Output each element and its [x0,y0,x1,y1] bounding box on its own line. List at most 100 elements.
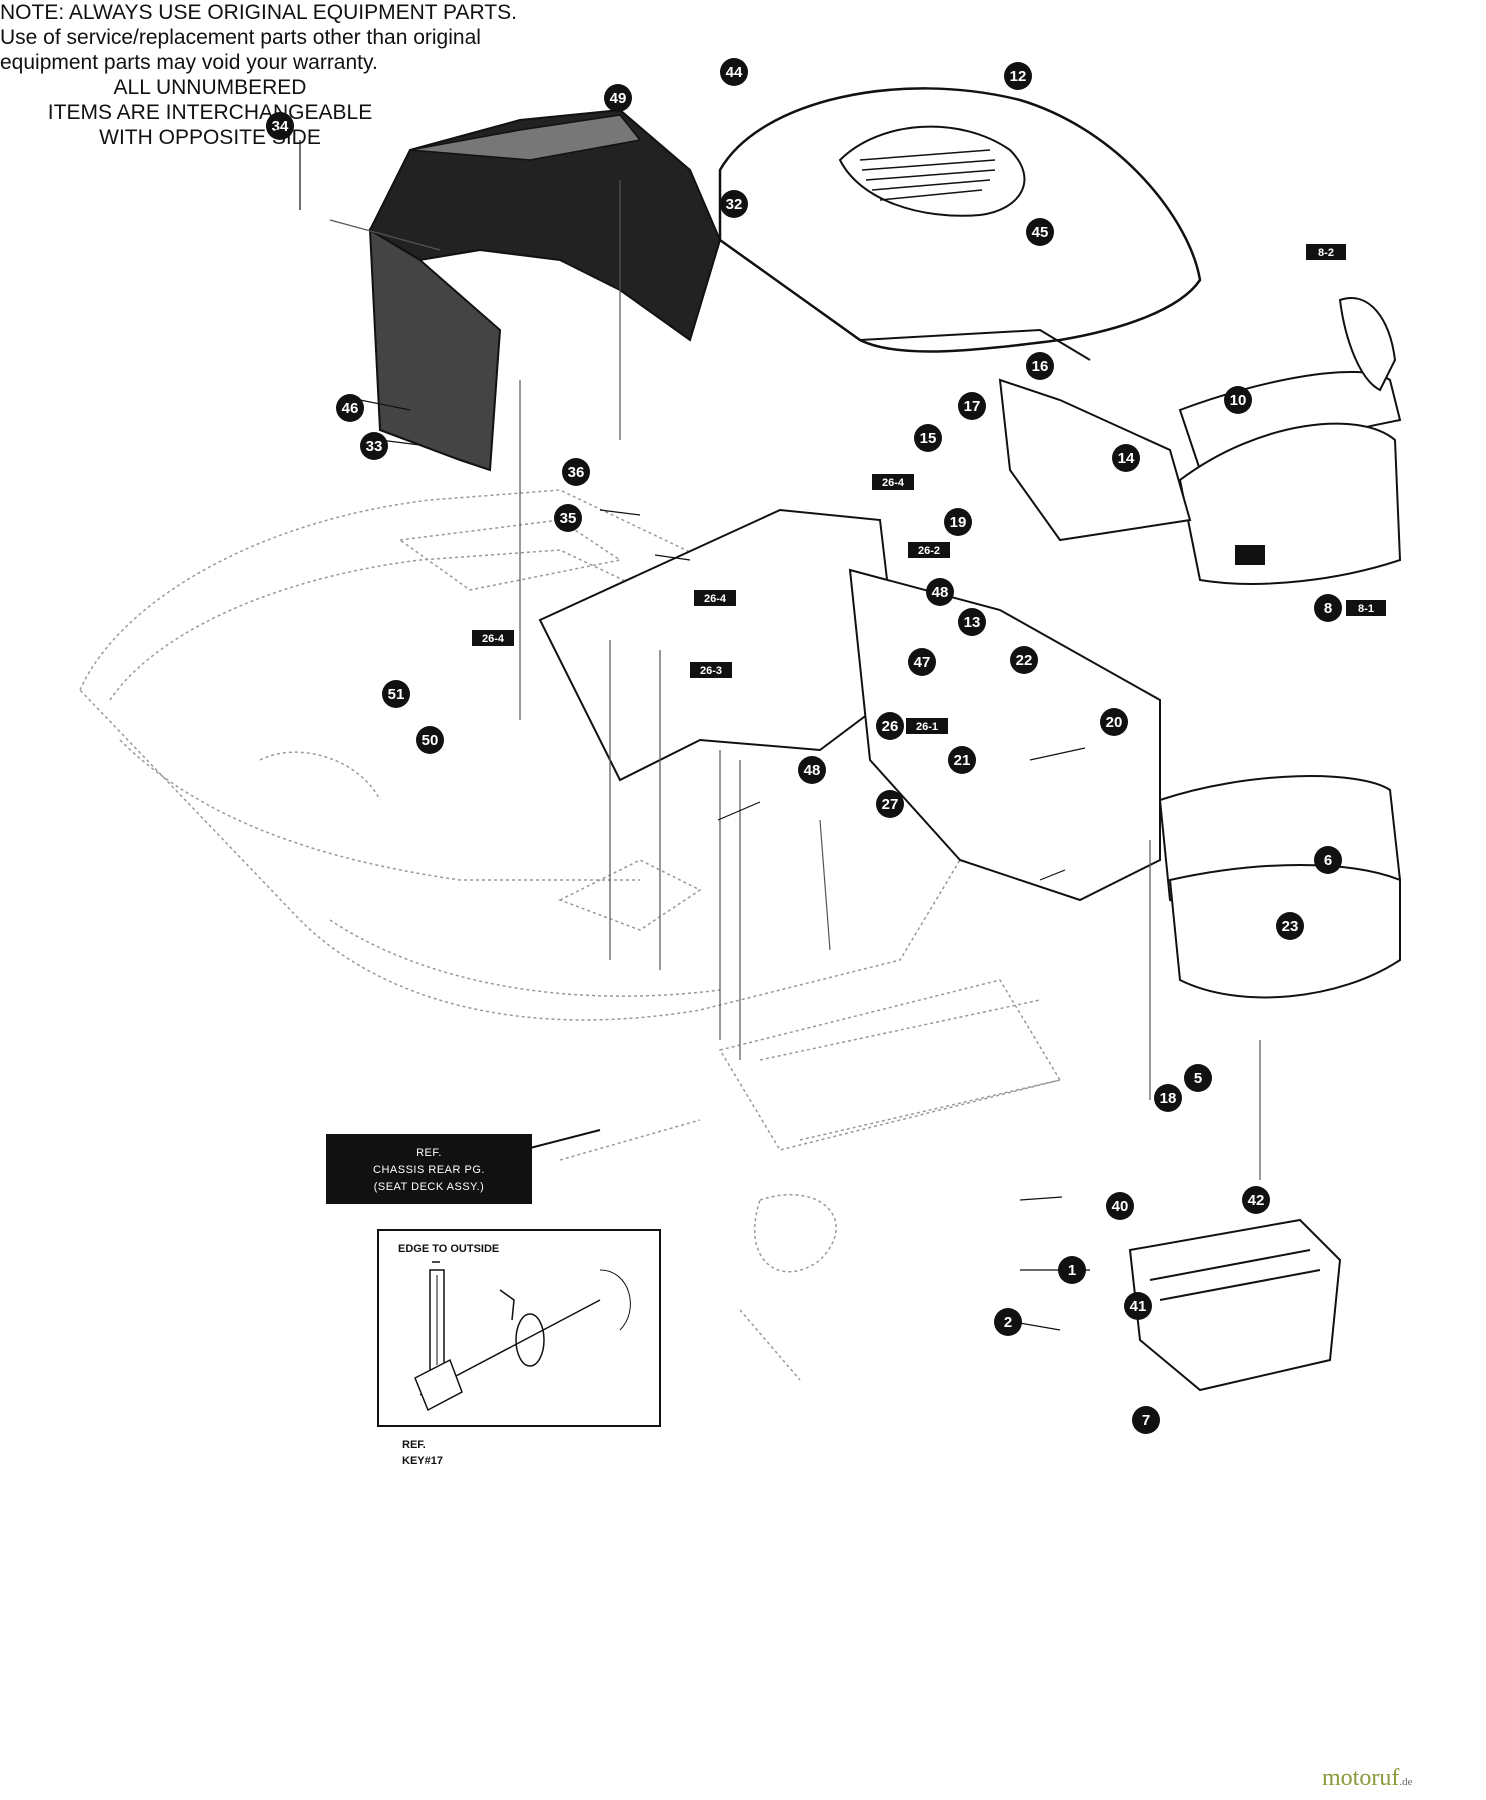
tag-26-4-c: 26-4 [472,630,514,646]
svg-text:7: 7 [1142,1412,1150,1429]
svg-text:REF.: REF. [416,1147,442,1159]
callout-44: 44 [720,58,748,86]
unnumbered-line-3: WITH OPPOSITE SIDE [99,126,321,149]
callout-23: 23 [1276,912,1304,940]
callout-19: 19 [944,508,972,536]
svg-text:48: 48 [932,584,949,601]
svg-text:1: 1 [1068,1262,1076,1279]
svg-text:13: 13 [964,614,981,631]
callout-27: 27 [876,790,904,818]
svg-text:CHASSIS REAR PG.: CHASSIS REAR PG. [373,1164,485,1176]
callout-41: 41 [1124,1292,1152,1320]
svg-text:22: 22 [1016,652,1033,669]
hood-panel [718,87,1202,361]
svg-text:EDGE TO OUTSIDE: EDGE TO OUTSIDE [398,1243,499,1255]
callout-12: 12 [1004,62,1032,90]
callout-32: 32 [720,190,748,218]
callout-48-top: 48 [926,578,954,606]
callout-45: 45 [1026,218,1054,246]
svg-text:49: 49 [610,90,627,107]
callout-47: 47 [908,648,936,676]
svg-text:35: 35 [560,510,577,527]
callout-48-bottom: 48 [798,756,826,784]
callout-16: 16 [1026,352,1054,380]
callout-35: 35 [554,504,582,532]
svg-text:19: 19 [950,514,967,531]
svg-text:42: 42 [1248,1192,1265,1209]
svg-text:21: 21 [954,752,971,769]
tag-26-2: 26-2 [908,542,950,558]
callout-8: 8 [1314,594,1342,622]
tag-8-2: 8-2 [1306,244,1346,260]
callout-6: 6 [1314,846,1342,874]
svg-text:26-4: 26-4 [882,477,905,489]
callout-13: 13 [958,608,986,636]
svg-text:20: 20 [1106,714,1123,731]
svg-text:44: 44 [726,64,743,81]
svg-text:36: 36 [568,464,585,481]
svg-text:10: 10 [1230,392,1247,409]
svg-text:32: 32 [726,196,743,213]
callout-26: 26 [876,712,904,740]
callout-1: 1 [1058,1256,1086,1284]
watermark-logo: motoruf.de [1322,1765,1412,1792]
tag-26-4-b: 26-4 [694,590,736,606]
svg-text:12: 12 [1010,68,1027,85]
svg-text:41: 41 [1130,1298,1147,1315]
svg-text:48: 48 [804,762,821,779]
subkey-tags: 8-2 8-1 26-4 26-2 26-4 26-4 26-3 26-1 [472,244,1386,734]
svg-text:18: 18 [1160,1090,1177,1107]
tag-26-4-a: 26-4 [872,474,914,490]
callout-5: 5 [1184,1064,1212,1092]
callout-7: 7 [1132,1406,1160,1434]
inset-ref-line2: KEY#17 [402,1455,443,1467]
tag-8-1: 8-1 [1346,600,1386,616]
svg-text:6: 6 [1324,852,1332,869]
svg-text:51: 51 [388,686,405,703]
svg-text:40: 40 [1112,1198,1129,1215]
inset-ref-line1: REF. [402,1439,426,1451]
watermark-brand: motoruf [1322,1765,1400,1791]
callout-33: 33 [360,432,388,460]
svg-text:5: 5 [1194,1070,1202,1087]
svg-text:16: 16 [1032,358,1049,375]
callout-21: 21 [948,746,976,774]
unnumbered-line-2: ITEMS ARE INTERCHANGEABLE [47,101,373,124]
svg-text:(SEAT DECK ASSY.): (SEAT DECK ASSY.) [374,1181,485,1193]
rear-fender-panel [368,108,722,472]
chassis-ghost [79,489,1062,1381]
callout-50: 50 [416,726,444,754]
callout-10: 10 [1224,386,1252,414]
callout-42: 42 [1242,1186,1270,1214]
note-line-3: equipment parts may void your warranty. [0,51,378,74]
callout-36: 36 [562,458,590,486]
svg-text:2: 2 [1004,1314,1012,1331]
svg-text:14: 14 [1118,450,1135,467]
svg-text:26-4: 26-4 [704,593,727,605]
svg-text:8: 8 [1324,600,1332,617]
svg-text:26-4: 26-4 [482,633,505,645]
dash-panel [538,378,1402,999]
note-line-2: Use of service/replacement parts other t… [0,26,481,49]
callout-40: 40 [1106,1192,1134,1220]
callout-17: 17 [958,392,986,420]
watermark-suffix: .de [1399,1776,1413,1788]
svg-text:26-3: 26-3 [700,665,722,677]
svg-text:33: 33 [366,438,383,455]
svg-text:47: 47 [914,654,931,671]
svg-text:34: 34 [272,118,289,135]
svg-text:27: 27 [882,796,899,813]
tag-26-1: 26-1 [906,718,948,734]
parts-note: NOTE: ALWAYS USE ORIGINAL EQUIPMENT PART… [0,0,660,75]
note-line-1: NOTE: ALWAYS USE ORIGINAL EQUIPMENT PART… [0,1,517,24]
callout-14: 14 [1112,444,1140,472]
callout-20: 20 [1100,708,1128,736]
ref-chassis-label: REF. CHASSIS REAR PG. (SEAT DECK ASSY.) [326,1129,601,1204]
svg-text:23: 23 [1282,918,1299,935]
callout-22: 22 [1010,646,1038,674]
svg-text:45: 45 [1032,224,1049,241]
callout-49: 49 [604,84,632,112]
callout-2: 2 [994,1308,1022,1336]
callout-15: 15 [914,424,942,452]
